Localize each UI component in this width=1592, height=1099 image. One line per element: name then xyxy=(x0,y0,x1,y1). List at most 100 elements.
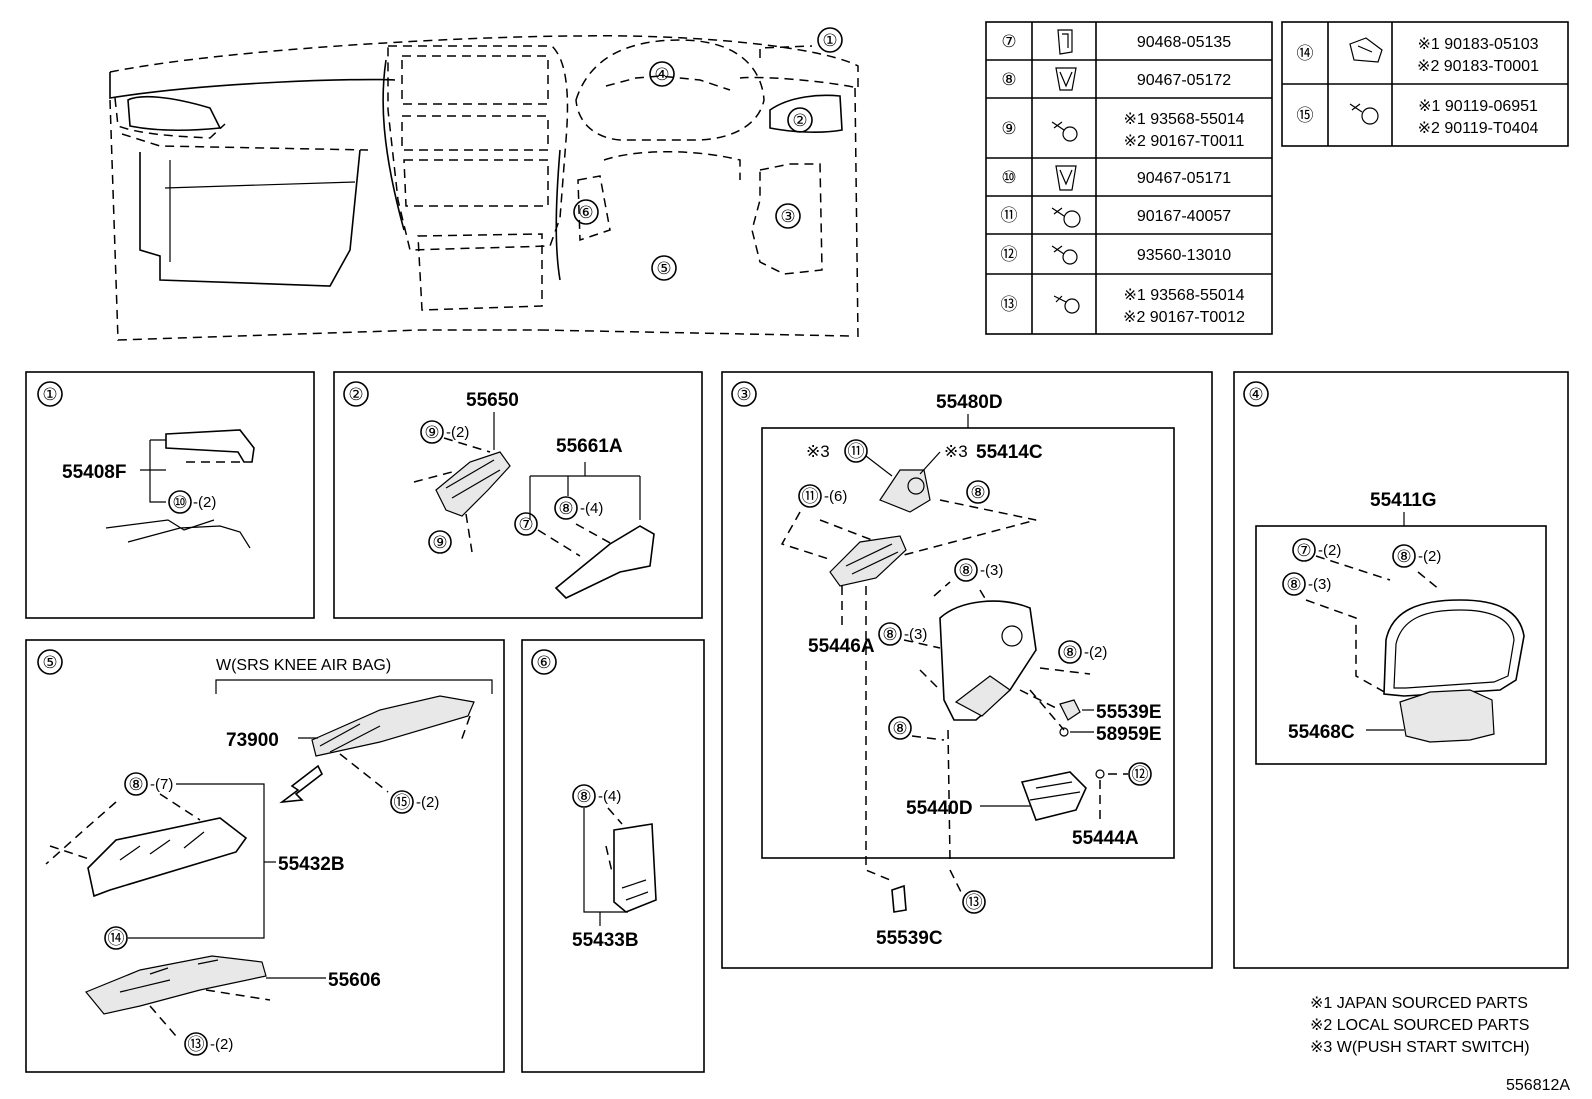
panel-number: ⑥ xyxy=(536,653,551,672)
callout: ⑧ xyxy=(958,561,973,580)
screw-icon xyxy=(1051,207,1081,228)
clip-icon xyxy=(1055,67,1077,91)
panel-number: ③ xyxy=(736,385,751,404)
callout: ⑧ xyxy=(1396,547,1411,566)
panel-2: ② 55650 ⑨ -(2) ⑨ 55661A ⑧ -(4) ⑦ xyxy=(333,371,703,619)
qty: -(2) xyxy=(1084,644,1107,661)
callout-6: ⑥ xyxy=(578,203,593,222)
qty: -(3) xyxy=(980,562,1003,579)
callout: ⑧ xyxy=(1062,643,1077,662)
fastener-table-left: ⑦ 90468-05135 ⑧ 90467-05172 ⑨ ※1 93568-5… xyxy=(985,21,1273,335)
callout: ⑧ xyxy=(892,719,907,738)
screw-icon xyxy=(1051,245,1078,265)
qty: -(4) xyxy=(580,500,603,517)
callout: ⑮ xyxy=(394,793,411,812)
callout: ⑧ xyxy=(1286,575,1301,594)
panel-number: ⑤ xyxy=(42,653,57,672)
qty: -(2) xyxy=(1318,542,1341,559)
callout: ⑪ xyxy=(848,442,865,461)
table-part: ※2 90167-T0011 xyxy=(1124,133,1245,150)
panel-1: ① 55408F ⑩ -(2) xyxy=(25,371,315,619)
callout: ⑧ xyxy=(558,499,573,518)
panel-3: ③ 55480D ※3 ⑪ ※3 55414C ⑪ -(6) ⑧ 55446A … xyxy=(721,371,1213,969)
qty: -(2) xyxy=(446,424,469,441)
nut-clip-icon xyxy=(1349,37,1383,63)
mark: ※3 xyxy=(944,442,968,461)
qty: -(4) xyxy=(598,788,621,805)
callout-2: ② xyxy=(792,111,807,130)
table-part: ※2 90167-T0012 xyxy=(1123,309,1245,326)
table-ref: ⑮ xyxy=(1297,106,1314,125)
table-ref: ⑫ xyxy=(1001,245,1018,264)
part-number: 55468C xyxy=(1288,722,1355,743)
callout: ⑨ xyxy=(424,423,439,442)
panel-number: ② xyxy=(348,385,363,404)
callout: ⑦ xyxy=(518,515,533,534)
part-number: 55661A xyxy=(556,436,623,457)
dashboard-overview xyxy=(109,35,859,341)
panel-6: ⑥ ⑧ -(4) 55433B xyxy=(521,639,705,1073)
screw-icon xyxy=(1051,121,1078,142)
panel-number: ④ xyxy=(1248,385,1263,404)
callout: ⑨ xyxy=(432,533,447,552)
callout-5: ⑤ xyxy=(656,259,671,278)
callout: ⑦ xyxy=(1296,541,1311,560)
table-ref: ⑩ xyxy=(1001,168,1016,187)
part-number: 55444A xyxy=(1072,828,1139,849)
callout: ⑭ xyxy=(108,929,125,948)
screw-icon xyxy=(1053,295,1080,314)
callout: ⑬ xyxy=(966,893,983,912)
table-ref: ⑬ xyxy=(1001,295,1018,314)
condition-label: W(SRS KNEE AIR BAG) xyxy=(216,657,391,674)
part-number: 55433B xyxy=(572,930,639,951)
callout: ⑧ xyxy=(576,787,591,806)
qty: -(3) xyxy=(1308,576,1331,593)
part-number: 55606 xyxy=(328,970,381,991)
part-number: 55414C xyxy=(976,442,1043,463)
part-number: 55539C xyxy=(876,928,943,949)
table-part: ※1 90183-05103 xyxy=(1417,36,1538,53)
table-ref: ⑧ xyxy=(1001,70,1016,89)
callout: ⑧ xyxy=(882,625,897,644)
part-number: 55440D xyxy=(906,798,973,819)
qty: -(2) xyxy=(210,1036,233,1053)
callout-4: ④ xyxy=(654,65,669,84)
note: ※1 JAPAN SOURCED PARTS xyxy=(1310,995,1528,1012)
panel-number: ① xyxy=(42,385,57,404)
table-part: ※1 90119-06951 xyxy=(1418,98,1538,115)
diagram-id: 556812A xyxy=(1506,1077,1570,1094)
fastener-table-right: ⑭ ※1 90183-05103 ※2 90183-T0001 ⑮ ※1 901… xyxy=(1281,21,1569,147)
overview-callouts: ① ② ③ ④ ⑤ ⑥ xyxy=(573,27,843,281)
callout: ⑫ xyxy=(1132,765,1149,784)
table-ref: ⑪ xyxy=(1001,206,1018,225)
note: ※2 LOCAL SOURCED PARTS xyxy=(1310,1017,1529,1034)
table-part: ※2 90183-T0001 xyxy=(1417,58,1539,75)
note: ※3 W(PUSH START SWITCH) xyxy=(1310,1039,1530,1056)
qty: -(2) xyxy=(416,794,439,811)
callout-1: ① xyxy=(822,31,837,50)
footnotes: ※1 JAPAN SOURCED PARTS ※2 LOCAL SOURCED … xyxy=(1310,995,1570,1094)
table-ref: ⑨ xyxy=(1001,119,1016,138)
callout: ⑧ xyxy=(970,483,985,502)
part-number: 55446A xyxy=(808,636,875,657)
qty: -(6) xyxy=(824,488,847,505)
part-number: 55539E xyxy=(1096,702,1162,723)
part-number: 73900 xyxy=(226,730,279,751)
table-part: ※1 93568-55014 xyxy=(1123,111,1244,128)
callout: ⑩ xyxy=(172,493,187,512)
callout: ⑬ xyxy=(188,1035,205,1054)
table-part: ※1 93568-55014 xyxy=(1123,287,1244,304)
table-part: ※2 90119-T0404 xyxy=(1418,120,1539,137)
table-part: 90467-05172 xyxy=(1137,72,1231,89)
clip-icon xyxy=(1055,165,1077,191)
screw-icon xyxy=(1349,103,1379,125)
callout: ⑪ xyxy=(802,487,819,506)
part-number: 55650 xyxy=(466,390,519,411)
qty: -(3) xyxy=(904,626,927,643)
table-part: 93560-13010 xyxy=(1137,247,1231,264)
part-number: 58959E xyxy=(1096,724,1162,745)
table-part: 90167-40057 xyxy=(1137,208,1231,225)
table-part: 90468-05135 xyxy=(1137,34,1231,51)
part-number: 55408F xyxy=(62,462,126,483)
